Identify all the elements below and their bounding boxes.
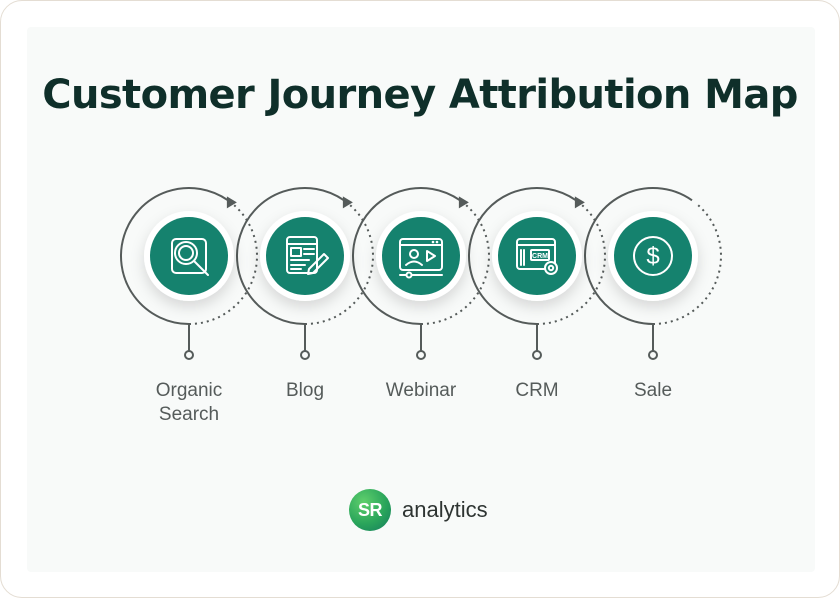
journey-ring-arc <box>236 187 345 325</box>
journey-ring-arc <box>120 187 229 325</box>
journey-node <box>376 211 466 301</box>
node-disc <box>150 217 228 295</box>
node-disc <box>498 217 576 295</box>
sr-logo-badge: SR <box>349 489 391 531</box>
journey-node: CRM <box>492 211 582 301</box>
journey-node <box>144 211 234 301</box>
svg-text:$: $ <box>646 243 659 270</box>
journey-ring-arc <box>583 187 693 325</box>
journey-node <box>260 211 350 301</box>
node-disc <box>614 217 692 295</box>
blog-edit-icon <box>286 236 329 275</box>
arrowhead-icon <box>458 196 469 209</box>
crm-gear-icon: CRM <box>516 238 558 275</box>
brand-logo: SR analytics <box>349 489 488 531</box>
arrowhead-icon <box>226 196 237 209</box>
journey-ring-arc <box>468 187 577 325</box>
step-label: Webinar <box>385 380 457 401</box>
step-label: Sale <box>633 380 673 401</box>
node-disc <box>266 217 344 295</box>
arrowhead-icon <box>342 196 353 209</box>
step-label: CRM <box>515 380 559 401</box>
webinar-video-icon <box>399 238 443 279</box>
brand-name: analytics <box>402 497 488 522</box>
magnifier-icon <box>171 238 209 276</box>
page-title: Customer Journey Attribution Map <box>42 72 798 118</box>
step-label: Organic Search <box>155 380 223 425</box>
connector-dot <box>416 350 426 360</box>
connector-dot <box>184 350 194 360</box>
journey-ring-arc <box>352 187 461 325</box>
connector-dot <box>532 350 542 360</box>
node-disc <box>382 217 460 295</box>
connector-dot <box>300 350 310 360</box>
dollar-coin-icon: $ <box>633 236 673 276</box>
step-label: Blog <box>285 380 325 401</box>
journey-node: $ <box>608 211 698 301</box>
connector-dot <box>648 350 658 360</box>
svg-text:CRM: CRM <box>532 253 548 260</box>
arrowhead-icon <box>574 196 585 209</box>
